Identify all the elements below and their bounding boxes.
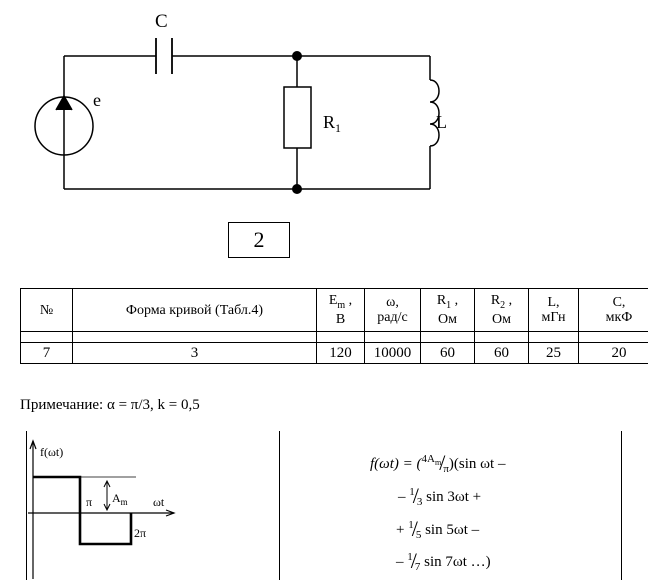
voltage-source (34, 94, 94, 156)
table-gap-row (20, 331, 648, 343)
amplitude-label: Am (112, 491, 128, 507)
table-row: 7 3 120 10000 60 60 25 20 (20, 342, 648, 364)
header-omega: ω,рад/с (364, 288, 421, 332)
square-wave-curve (33, 475, 133, 546)
formula-line-4: – 1/7 sin 7ωt …) (396, 548, 491, 573)
header-waveform: Форма кривой (Табл.4) (72, 288, 317, 332)
header-c: C,мкФ (578, 288, 648, 332)
junction-dot-bottom (292, 184, 302, 194)
value-l: 25 (528, 342, 579, 364)
waveform-table-frame (26, 431, 622, 580)
header-r2: R2 , Ом (474, 288, 529, 332)
two-pi-label: 2π (134, 526, 146, 540)
note-text: Примечание: α = π/3, k = 0,5 (20, 397, 200, 413)
resistor-label: R1 (323, 112, 341, 135)
capacitor-label: C (155, 11, 168, 32)
circuit-wires (63, 55, 431, 190)
source-label: e (93, 90, 101, 110)
header-number: № (20, 288, 73, 332)
junction-dot-top (292, 51, 302, 61)
header-r1: R1 , Ом (420, 288, 475, 332)
x-axis-label: ωt (153, 495, 165, 509)
value-r1: 60 (420, 342, 475, 364)
value-r2: 60 (474, 342, 529, 364)
value-c: 20 (578, 342, 648, 364)
formula-line-2: – 1/3 sin 3ωt + (398, 483, 482, 508)
value-number: 7 (20, 342, 73, 364)
circuit-diagram: C e R1 L (34, 11, 447, 194)
waveform-table-divider (279, 431, 280, 580)
variant-number-box: 2 (228, 222, 290, 258)
inductor (429, 79, 440, 147)
y-axis-label: f(ωt) (40, 445, 63, 459)
header-em: Em , В (316, 288, 365, 332)
waveform-graph: f(ωt) ωt π 2π Am (28, 439, 176, 579)
inductor-label: L (436, 112, 447, 132)
value-omega: 10000 (364, 342, 421, 364)
formula-line-1: f(ωt) = (4Am/π)(sin ωt – (370, 450, 506, 475)
x-axis-arrow-icon (165, 509, 176, 517)
header-l: L,мГн (528, 288, 579, 332)
pi-label: π (86, 495, 92, 509)
y-axis-arrow-icon (29, 439, 37, 450)
formula-line-3: + 1/5 sin 5ωt – (396, 516, 480, 541)
parameter-table: № Форма кривой (Табл.4) Em , В ω,рад/с R… (20, 288, 648, 364)
resistor (283, 86, 312, 149)
capacitor (155, 38, 173, 74)
variant-number: 2 (253, 227, 265, 252)
table-header-row: № Форма кривой (Табл.4) Em , В ω,рад/с R… (20, 288, 648, 332)
value-waveform: 3 (72, 342, 317, 364)
value-em: 120 (316, 342, 365, 364)
